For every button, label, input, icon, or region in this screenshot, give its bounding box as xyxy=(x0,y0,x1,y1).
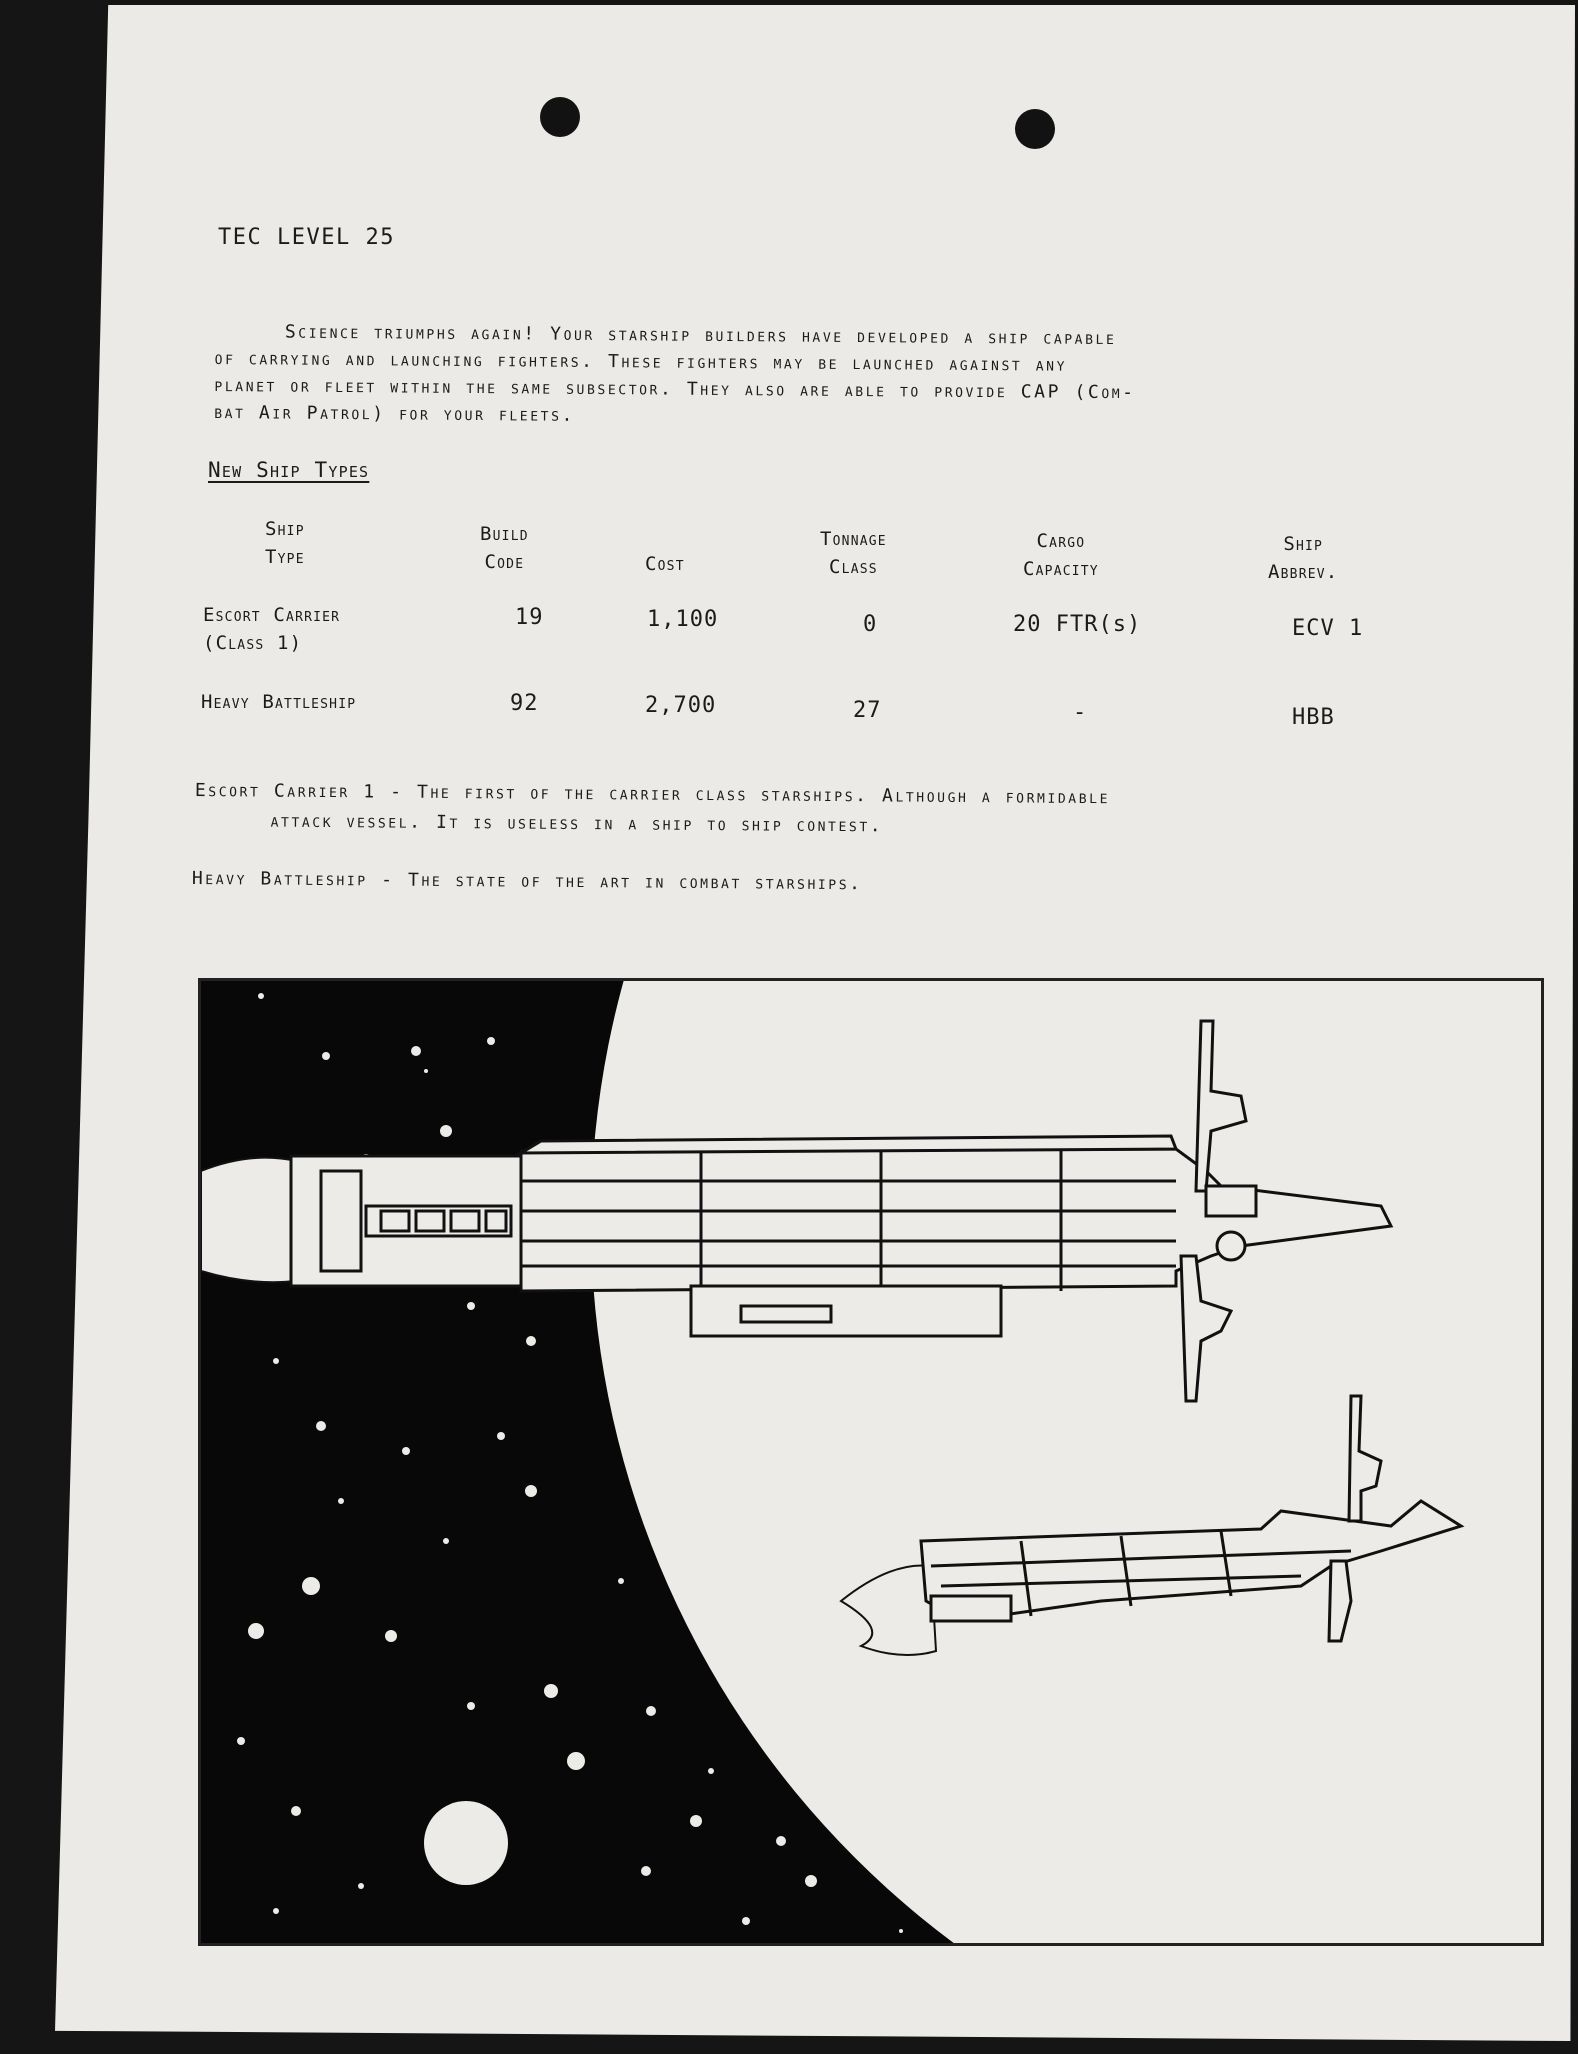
cell-cargo-capacity: 20 FTR(s) xyxy=(1013,612,1142,637)
description-escort-carrier: Escort Carrier 1 - The first of the carr… xyxy=(194,779,1111,837)
battleship-starship xyxy=(919,1394,1465,1643)
section-heading: New Ship Types xyxy=(208,458,370,482)
cell-cost: 2,700 xyxy=(645,693,717,718)
row-escort-carrier-name: Escort Carrier (Class 1) xyxy=(203,604,341,654)
engine-plume xyxy=(839,1564,938,1656)
carrier-starship xyxy=(289,1019,1394,1403)
page-title: TEC LEVEL 25 xyxy=(218,225,395,250)
moon xyxy=(424,1801,508,1885)
header-tonnage-class: Tonnage Class xyxy=(820,528,887,578)
starship-illustration: TS xyxy=(198,978,1544,1946)
cell-build-code: 19 xyxy=(515,605,544,630)
cell-tonnage-class: 27 xyxy=(853,698,882,723)
header-cargo-capacity: Cargo Capacity xyxy=(1023,530,1099,580)
engine-plume xyxy=(201,1156,297,1284)
header-ship-type: Ship Type xyxy=(265,518,305,568)
row-heavy-battleship-name: Heavy Battleship xyxy=(201,691,357,713)
illustration-canvas: TS xyxy=(201,981,1541,1943)
cell-ship-abbrev: HBB xyxy=(1292,705,1335,730)
description-heavy-battleship: Heavy Battleship - The state of the art … xyxy=(191,867,863,895)
document-page: TEC LEVEL 25 Science triumphs again! You… xyxy=(55,5,1575,2041)
header-build-code: Build Code xyxy=(480,523,529,573)
cell-cargo-capacity: - xyxy=(1073,700,1088,725)
punch-hole-left xyxy=(540,97,580,137)
header-cost: Cost xyxy=(645,553,685,575)
cell-tonnage-class: 0 xyxy=(863,612,878,637)
header-ship-abbrev: Ship Abbrev. xyxy=(1268,533,1339,583)
punch-hole-right xyxy=(1015,109,1055,149)
intro-paragraph: Science triumphs again! Your starship bu… xyxy=(214,318,1136,433)
cell-build-code: 92 xyxy=(510,691,539,716)
cell-cost: 1,100 xyxy=(647,607,719,632)
planet xyxy=(591,981,1541,1943)
artist-signature: TS xyxy=(1471,1009,1515,1044)
cell-ship-abbrev: ECV 1 xyxy=(1292,616,1364,641)
